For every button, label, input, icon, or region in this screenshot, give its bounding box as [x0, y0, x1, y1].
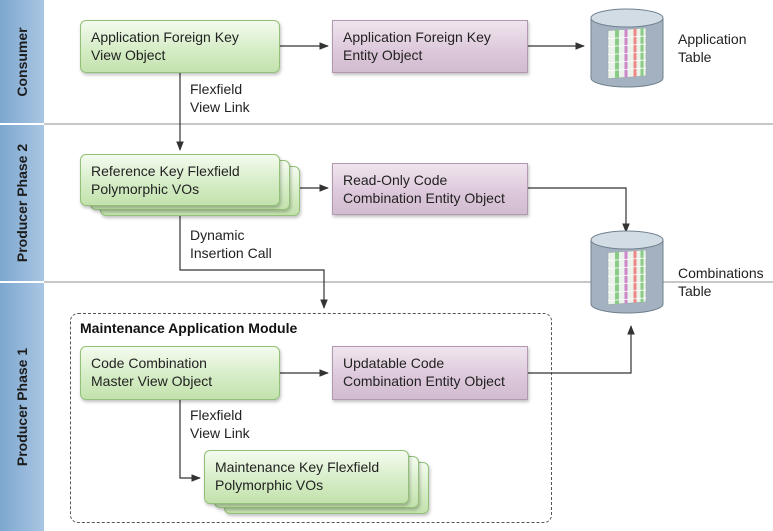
combinations-table-label-line-1: Combinations	[678, 265, 764, 281]
node-app-fk-view-object: Application Foreign Key View Object	[80, 20, 280, 73]
application-table-label: Application Table	[678, 30, 747, 66]
edge-label-flexfield-view-link-2: Flexfield View Link	[190, 406, 250, 442]
node-cc-master-view-object: Code Combination Master View Object	[80, 346, 280, 400]
node-ref-key-flexfield-vos-line-1: Reference Key Flexfield	[91, 163, 240, 179]
edge-label-line: Flexfield	[190, 407, 243, 423]
node-maintenance-key-flexfield-vos-line-2: Polymorphic VOs	[215, 477, 324, 493]
arrow-cc-vo-to-maint-vos	[179, 400, 201, 482]
application-table-db-icon	[590, 8, 664, 88]
node-ref-key-flexfield-vos-line-2: Polymorphic VOs	[91, 181, 200, 197]
edge-label-dynamic-insertion-call: Dynamic Insertion Call	[190, 226, 272, 262]
node-readonly-cc-entity-object: Read-Only Code Combination Entity Object	[332, 163, 528, 215]
node-cc-master-view-object-line-1: Code Combination	[91, 355, 207, 371]
node-app-fk-entity-object-line-2: Entity Object	[343, 47, 423, 63]
lane-producer-phase-1: Producer Phase 1	[0, 283, 44, 531]
node-app-fk-view-object-line-2: View Object	[91, 47, 166, 63]
node-maintenance-key-flexfield-vos: Maintenance Key Flexfield Polymorphic VO…	[204, 450, 409, 504]
combinations-table-label: Combinations Table	[678, 264, 764, 300]
lane-consumer: Consumer	[0, 0, 44, 123]
application-table-label-line-1: Application	[678, 31, 747, 47]
lane-producer-phase-2: Producer Phase 2	[0, 125, 44, 281]
node-app-fk-entity-object: Application Foreign Key Entity Object	[332, 20, 528, 73]
arrow-updatable-eo-to-combinations	[528, 325, 635, 374]
application-table-label-line-2: Table	[678, 49, 712, 65]
node-maintenance-key-flexfield-vos-line-1: Maintenance Key Flexfield	[215, 459, 380, 475]
edge-label-line: View Link	[190, 425, 250, 441]
node-updatable-cc-entity-object-line-2: Combination Entity Object	[343, 373, 505, 389]
node-cc-master-view-object-line-2: Master View Object	[91, 373, 213, 389]
node-updatable-cc-entity-object-line-1: Updatable Code	[343, 355, 445, 371]
edge-label-line: View Link	[190, 99, 250, 115]
module-title: Maintenance Application Module	[80, 320, 298, 336]
edge-label-line: Flexfield	[190, 81, 243, 97]
node-app-fk-entity-object-line-1: Application Foreign Key	[343, 29, 491, 45]
node-readonly-cc-entity-object-line-2: Combination Entity Object	[343, 190, 505, 206]
maintenance-application-module-box	[70, 313, 552, 523]
arrow-dynamic-insertion	[179, 216, 328, 309]
edge-label-line: Insertion Call	[190, 245, 272, 261]
lane-separator-2	[44, 281, 773, 283]
combinations-table-label-line-2: Table	[678, 283, 712, 299]
node-updatable-cc-entity-object: Updatable Code Combination Entity Object	[332, 346, 528, 400]
lane-separator-1	[44, 123, 773, 125]
node-app-fk-view-object-line-1: Application Foreign Key	[91, 29, 239, 45]
combinations-table-db-icon	[590, 230, 664, 314]
edge-label-line: Dynamic	[190, 227, 245, 243]
node-readonly-cc-entity-object-line-1: Read-Only Code	[343, 172, 448, 188]
edge-label-flexfield-view-link-1: Flexfield View Link	[190, 80, 250, 116]
node-ref-key-flexfield-vos: Reference Key Flexfield Polymorphic VOs	[80, 154, 280, 206]
arrow-readonly-eo-to-combinations	[528, 187, 630, 233]
